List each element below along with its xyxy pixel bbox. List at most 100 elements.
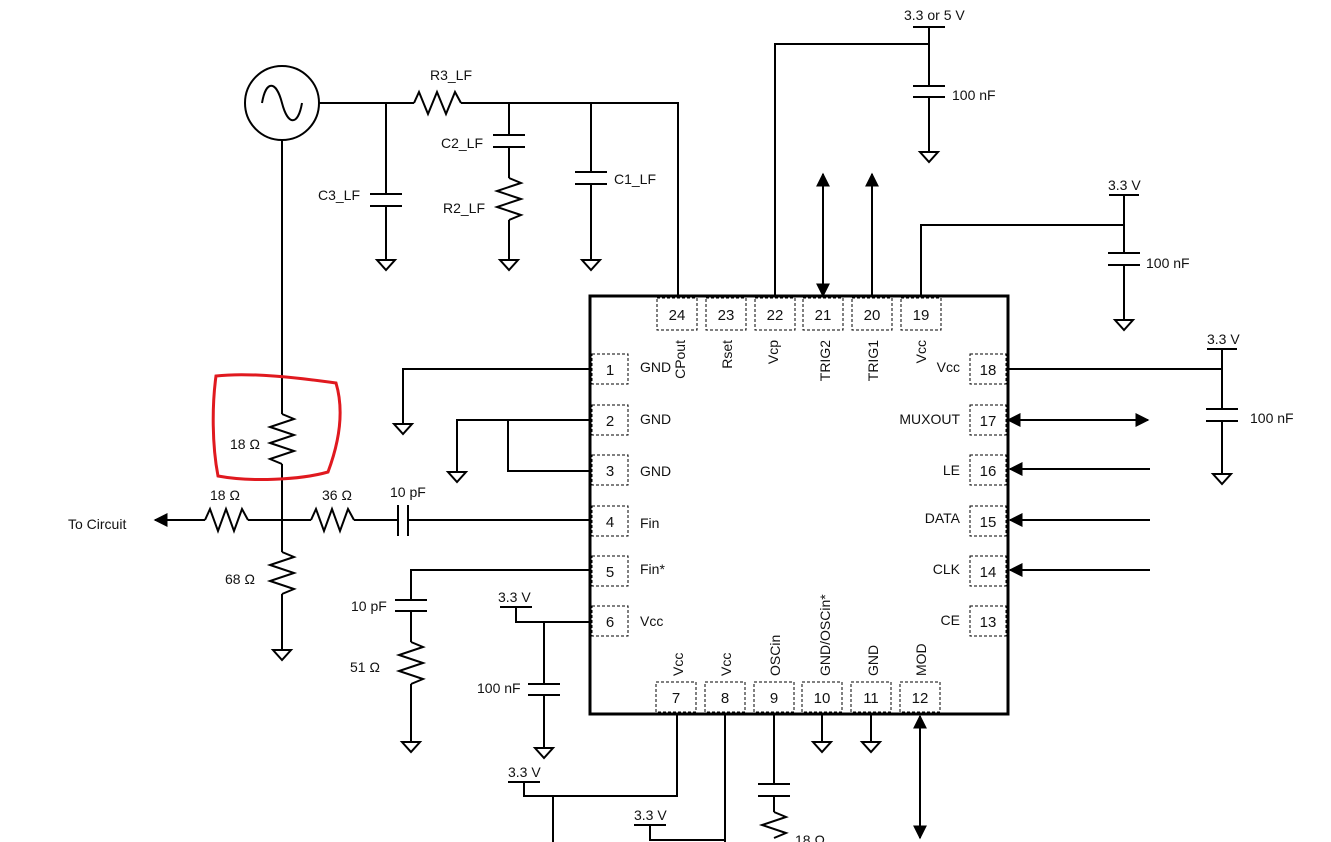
pin-15-number: 15 xyxy=(980,514,997,531)
pin-1-number: 1 xyxy=(606,362,614,379)
vcc18-ground-icon xyxy=(1212,473,1232,485)
pin-19-name: Vcc xyxy=(913,340,929,363)
pin-12-name: MOD xyxy=(913,643,929,676)
pin2-ground-icon xyxy=(447,471,467,483)
c-fin-star-label: 10 pF xyxy=(351,598,387,614)
pin-22-number: 22 xyxy=(767,307,784,324)
pin-4-name: Fin xyxy=(640,515,659,531)
c3-ground-icon xyxy=(376,259,396,271)
r-fin-star-label: 51 Ω xyxy=(350,659,380,675)
pin-3-name: GND xyxy=(640,463,671,479)
fin-star-ground-icon xyxy=(401,741,421,753)
pin1-ground-icon xyxy=(393,423,413,435)
trig-arrows xyxy=(816,172,879,298)
pin-23-number: 23 xyxy=(718,307,735,324)
vcc18-supply-label: 3.3 V xyxy=(1207,331,1240,347)
pin11-ground-icon xyxy=(861,741,881,753)
r-mid-label: 36 Ω xyxy=(322,487,352,503)
vcc18-cap-label: 100 nF xyxy=(1250,410,1294,426)
vcc6-supply-network: 3.3 V 100 nF xyxy=(477,589,590,759)
pin-18-name: Vcc xyxy=(937,359,960,375)
pin-names: GND GND GND Fin Fin* Vcc Vcc MUXOUT LE D… xyxy=(640,340,961,676)
pin-11-number: 11 xyxy=(863,690,879,707)
r-top-label: 18 Ω xyxy=(230,436,260,452)
pin-14-number: 14 xyxy=(980,564,997,581)
bottom-pin-wiring: 3.3 V 3.3 V 18 Ω xyxy=(508,714,927,842)
pin-7-number: 7 xyxy=(672,690,680,707)
pin-4-number: 4 xyxy=(606,514,614,531)
vcc19-supply-label: 3.3 V xyxy=(1108,177,1141,193)
vcp-cap-label: 100 nF xyxy=(952,87,996,103)
pin-9-number: 9 xyxy=(770,690,778,707)
pin-22-name: Vcp xyxy=(765,340,781,364)
right-digital-lines xyxy=(1006,413,1150,577)
pin-15-name: DATA xyxy=(925,510,961,526)
pin-6-name: Vcc xyxy=(640,613,663,629)
r3-label: R3_LF xyxy=(430,67,472,83)
r-bottom-label: 68 Ω xyxy=(225,571,255,587)
vcc19-cap-label: 100 nF xyxy=(1146,255,1190,271)
pin10-ground-icon xyxy=(812,741,832,753)
pin-1-name: GND xyxy=(640,359,671,375)
rf-input-network: 18 Ω To Circuit 18 Ω 36 Ω 10 pF 68 Ω 10 … xyxy=(68,140,590,753)
pin-6-number: 6 xyxy=(606,614,614,631)
pin-3-number: 3 xyxy=(606,463,614,480)
pin-5-number: 5 xyxy=(606,564,614,581)
vcp-cap-ground-icon xyxy=(919,151,939,163)
pin-19-number: 19 xyxy=(913,307,930,324)
vcc19-supply-network: 3.3 V 100 nF xyxy=(920,177,1190,331)
pin-20-number: 20 xyxy=(864,307,881,324)
r2-label: R2_LF xyxy=(443,200,485,216)
c-in-label: 10 pF xyxy=(390,484,426,500)
vcc6-supply-label: 3.3 V xyxy=(498,589,531,605)
pin-13-number: 13 xyxy=(980,614,997,631)
r-oscin-label: 18 Ω xyxy=(795,832,825,842)
pin-18-number: 18 xyxy=(980,362,997,379)
vcp-supply-label: 3.3 or 5 V xyxy=(904,7,965,23)
pin-17-number: 17 xyxy=(980,413,997,430)
pin-21-name: TRIG2 xyxy=(817,340,833,381)
r-left-label: 18 Ω xyxy=(210,487,240,503)
pin-20-name: TRIG1 xyxy=(865,340,881,381)
pin-16-name: LE xyxy=(943,462,960,478)
highlight-annotation xyxy=(211,373,342,481)
vcc8-supply-label: 3.3 V xyxy=(634,807,667,823)
right-pins xyxy=(969,353,1007,637)
gnd-pin-wiring xyxy=(393,368,590,483)
pin-2-number: 2 xyxy=(606,413,614,430)
pin-13-name: CE xyxy=(941,612,960,628)
to-circuit-label: To Circuit xyxy=(68,516,126,532)
c3-label: C3_LF xyxy=(318,187,360,203)
pin-10-name: GND/OSCin* xyxy=(817,594,833,676)
c2-label: C2_LF xyxy=(441,135,483,151)
vcc18-supply-network: 3.3 V 100 nF xyxy=(1008,331,1294,485)
ic-body xyxy=(588,294,1010,716)
pin-17-name: MUXOUT xyxy=(899,411,960,427)
c1-label: C1_LF xyxy=(614,171,656,187)
pin-12-number: 12 xyxy=(912,690,929,707)
pin-8-name: Vcc xyxy=(718,653,734,676)
pin-7-name: Vcc xyxy=(670,653,686,676)
pin-11-name: GND xyxy=(865,645,881,676)
loop-filter: R3_LF C3_LF C2_LF R2_LF C1_LF xyxy=(318,67,679,296)
vcc7-supply-label: 3.3 V xyxy=(508,764,541,780)
vco-source xyxy=(244,65,320,141)
vcc6-cap-label: 100 nF xyxy=(477,680,521,696)
left-pins xyxy=(591,353,629,637)
pin-numbers: 1 2 3 4 5 6 7 8 9 10 11 12 13 14 15 16 1… xyxy=(606,307,997,707)
pin-2-name: GND xyxy=(640,411,671,427)
pin-24-name: CPout xyxy=(672,340,688,379)
pin-24-number: 24 xyxy=(669,307,686,324)
top-pins xyxy=(656,297,942,331)
bottom-pins xyxy=(655,681,941,713)
vcc19-ground-icon xyxy=(1114,319,1134,331)
c1-ground-icon xyxy=(581,259,601,271)
r-bottom-ground-icon xyxy=(272,649,292,661)
vcc6-ground-icon xyxy=(534,747,554,759)
r2-ground-icon xyxy=(499,259,519,271)
pin-5-name: Fin* xyxy=(640,561,665,577)
pin-10-number: 10 xyxy=(814,690,831,707)
pin-21-number: 21 xyxy=(815,307,832,324)
pin-8-number: 8 xyxy=(721,690,729,707)
